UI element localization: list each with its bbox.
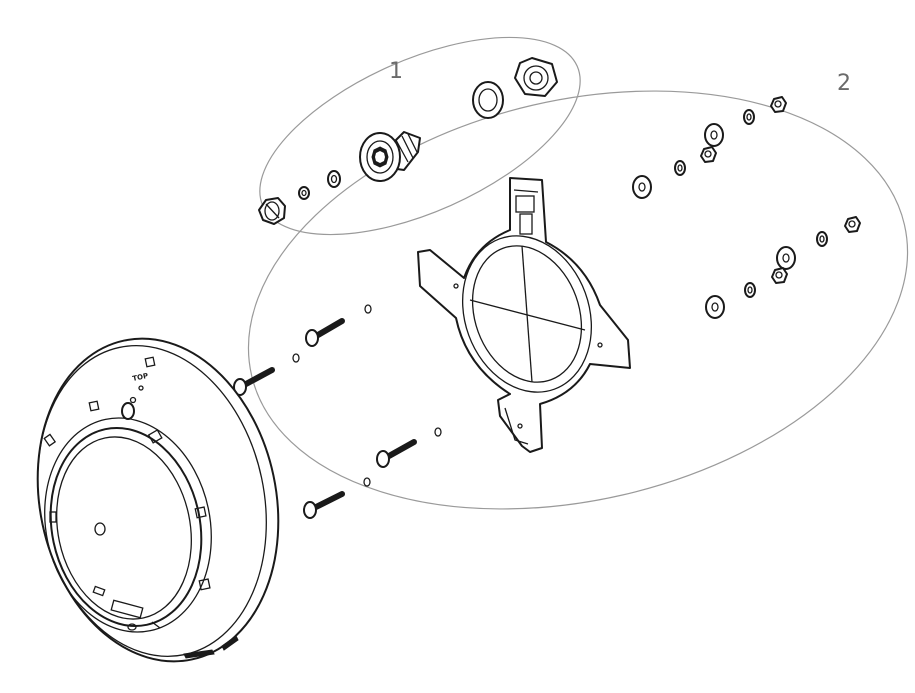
washer-large-4 <box>705 295 725 319</box>
light-top-label: TOP <box>132 372 149 383</box>
washer-large-1 <box>704 123 724 147</box>
nut-4 <box>771 267 788 284</box>
small-washer-2 <box>298 186 310 200</box>
washer-small-4 <box>744 282 756 298</box>
group-1-fitting-kit <box>258 57 558 225</box>
washer-large-2 <box>632 175 652 199</box>
screw-3 <box>376 439 417 468</box>
screw-4 <box>303 491 345 519</box>
gasket-ring <box>472 81 504 119</box>
wall-passage-fitting <box>359 131 421 182</box>
nut-3 <box>844 216 861 233</box>
washer-small-2 <box>674 160 686 176</box>
led-light-fixture: TOP <box>36 337 280 663</box>
callout-1: 1 <box>389 59 403 84</box>
screw-1 <box>305 318 345 347</box>
washer-small-3 <box>816 231 828 247</box>
nut-1 <box>770 96 787 113</box>
rim-clips <box>43 356 211 631</box>
small-washer-1 <box>327 170 341 188</box>
cable-gland-nut <box>258 197 286 225</box>
nut-2 <box>700 146 717 163</box>
group-2-bracket-kit <box>233 96 861 519</box>
washer-small-1 <box>743 109 755 125</box>
group-2-outline <box>247 90 909 510</box>
washer-large-3 <box>776 246 796 270</box>
callout-2: 2 <box>837 71 851 96</box>
mounting-bracket <box>417 177 631 453</box>
lock-nut-large <box>514 57 558 97</box>
screw-washers <box>292 304 442 487</box>
screw-2 <box>233 367 275 396</box>
